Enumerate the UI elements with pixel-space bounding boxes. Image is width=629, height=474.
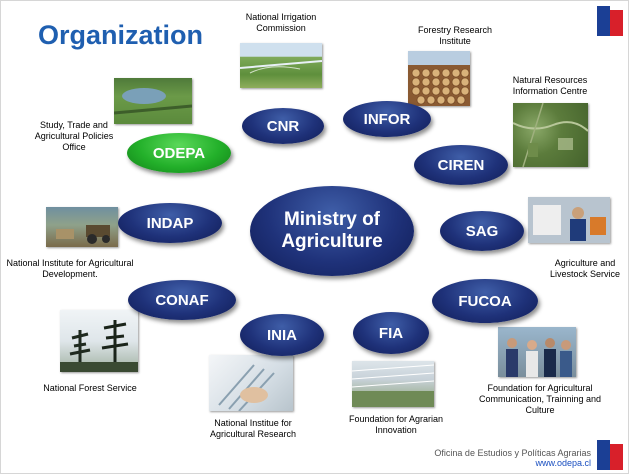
fucoa-node[interactable]: FUCOA xyxy=(432,279,538,323)
cnr-node[interactable]: CNR xyxy=(242,108,324,144)
irrigation-photo xyxy=(240,43,322,88)
forestry-photo xyxy=(408,51,470,106)
indap-label: National Institute for Agricultural Deve… xyxy=(6,258,134,279)
indap-photo xyxy=(46,207,118,247)
infor-label: Forestry Research Institute xyxy=(417,25,493,46)
cnr-label: National Irrigation Commission xyxy=(245,12,317,33)
conaf-forest-photo xyxy=(60,310,138,372)
footer-url-link[interactable]: www.odepa.cl xyxy=(535,458,591,468)
inia-lab-photo xyxy=(209,355,293,411)
sag-photo xyxy=(528,197,610,243)
fia-greenhouse-photo xyxy=(352,361,434,407)
conaf-label: National Forest Service xyxy=(43,383,137,393)
ministry-line-2: Agriculture xyxy=(281,231,383,252)
ministry-of-agriculture-node[interactable]: Ministry of Agriculture xyxy=(250,186,414,276)
odepa-label: Study, Trade and Agricultural Policies O… xyxy=(34,120,114,152)
sag-label: Agriculture and Livestock Service xyxy=(549,258,621,279)
footer-org: Oficina de Estudios y Políticas Agrarias xyxy=(434,448,591,458)
fia-label: Foundation for Agrarian Innovation xyxy=(348,414,444,435)
ciren-label: Natural Resources Information Centre xyxy=(512,75,588,96)
slide-title: Organization xyxy=(38,20,204,50)
indap-node[interactable]: INDAP xyxy=(118,203,222,243)
satellite-photo xyxy=(513,103,588,167)
inia-node[interactable]: INIA xyxy=(240,314,324,356)
odepa-node[interactable]: ODEPA xyxy=(127,133,231,173)
fia-node[interactable]: FIA xyxy=(353,312,429,354)
ciren-node[interactable]: CIREN xyxy=(414,145,508,185)
footer: Oficina de Estudios y Políticas Agrarias… xyxy=(434,448,591,468)
inia-label: National Institue for Agricultural Resea… xyxy=(209,418,297,439)
sag-node[interactable]: SAG xyxy=(440,211,524,251)
conaf-node[interactable]: CONAF xyxy=(128,280,236,320)
infor-node[interactable]: INFOR xyxy=(343,101,431,137)
chile-flag-icon-footer xyxy=(597,440,623,470)
fucoa-people-photo xyxy=(498,327,576,377)
fucoa-label: Foundation for Agricultural Communicatio… xyxy=(478,383,602,415)
chile-flag-icon xyxy=(597,6,623,36)
ministry-line-1: Ministry of xyxy=(283,209,381,230)
odepa-landscape-photo xyxy=(114,78,192,124)
